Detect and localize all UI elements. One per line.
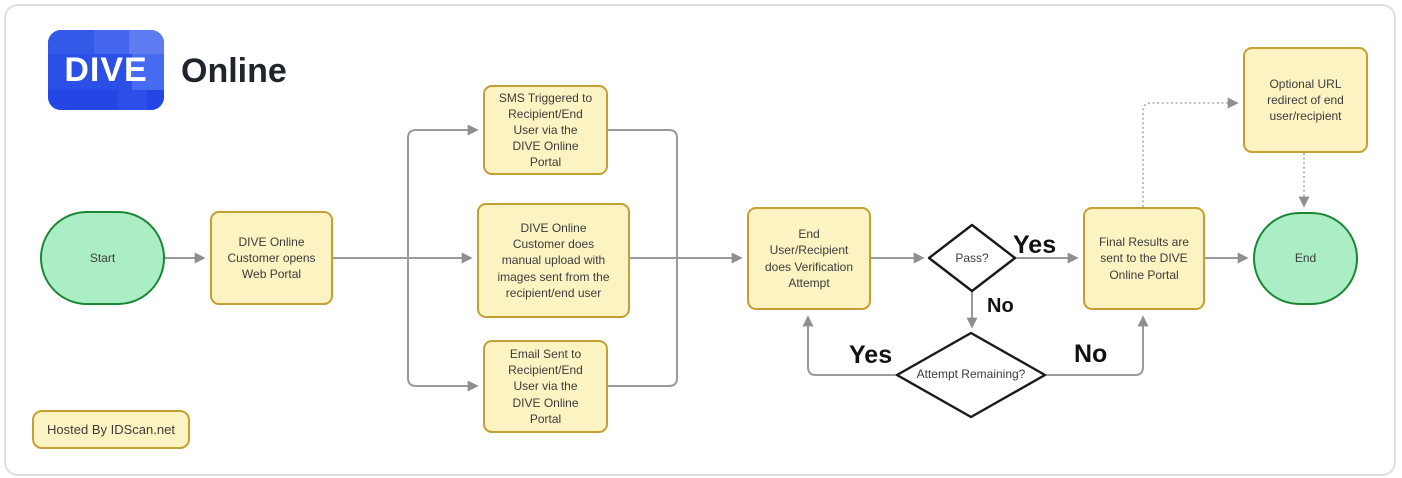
node-optional-redirect-label: Optional URL redirect of end user/recipi… xyxy=(1267,76,1344,124)
node-verification-label: End User/Recipient does Verification Att… xyxy=(764,227,854,290)
decision-pass-text: Pass? xyxy=(955,251,989,266)
node-open-portal: DIVE Online Customer opens Web Portal xyxy=(210,211,333,305)
node-final-results: Final Results are sent to the DIVE Onlin… xyxy=(1083,207,1205,310)
node-manual-upload-label: DIVE Online Customer does manual upload … xyxy=(497,221,610,300)
product-name: Online xyxy=(181,52,287,90)
dive-logo: DIVE xyxy=(48,30,164,110)
edge-attempt-yes-to-verification xyxy=(802,315,897,376)
edge-branch-email xyxy=(407,258,479,392)
edge-branch-sms xyxy=(407,124,479,258)
node-sms: SMS Triggered to Recipient/End User via … xyxy=(483,85,608,175)
edge-final-to-optional-redirect xyxy=(1142,97,1239,207)
node-final-results-label: Final Results are sent to the DIVE Onlin… xyxy=(1098,235,1190,282)
node-optional-redirect: Optional URL redirect of end user/recipi… xyxy=(1243,47,1368,153)
logo-text: DIVE xyxy=(64,50,148,89)
edge-label-pass-no: No xyxy=(987,295,1014,317)
node-email-label: Email Sent to Recipient/End User via the… xyxy=(508,347,583,426)
node-verification: End User/Recipient does Verification Att… xyxy=(747,207,871,310)
edge-sms-merge xyxy=(608,129,678,258)
node-open-portal-label: DIVE Online Customer opens Web Portal xyxy=(227,234,316,282)
decision-pass-label: Pass? xyxy=(930,228,1014,290)
edge-label-attempt-yes: Yes xyxy=(849,341,893,369)
hosted-by-label: Hosted By IDScan.net xyxy=(47,421,175,437)
decision-attempt-remaining-shape xyxy=(895,331,1047,419)
node-start-label: Start xyxy=(89,250,116,265)
decision-attempt-remaining-text: Attempt Remaining? xyxy=(916,367,1026,382)
edge-label-attempt-no: No xyxy=(1074,340,1108,368)
edge-email-merge xyxy=(608,258,678,387)
node-email: Email Sent to Recipient/End User via the… xyxy=(483,340,608,433)
edge-attempt-no-to-final xyxy=(1045,315,1149,376)
hosted-by-badge: Hosted By IDScan.net xyxy=(32,410,190,449)
node-end: End xyxy=(1253,212,1358,305)
node-end-label: End xyxy=(1294,251,1317,266)
node-start: Start xyxy=(40,211,165,305)
decision-pass-shape xyxy=(927,223,1017,293)
logo-tile xyxy=(131,54,164,90)
logo-tile xyxy=(94,30,130,54)
logo-tile xyxy=(129,30,164,54)
node-sms-label: SMS Triggered to Recipient/End User via … xyxy=(498,90,593,170)
logo-tile xyxy=(117,90,147,110)
logo-tile xyxy=(48,30,95,54)
node-manual-upload: DIVE Online Customer does manual upload … xyxy=(477,203,630,318)
decision-attempt-remaining-label: Attempt Remaining? xyxy=(899,335,1043,415)
edge-label-pass-yes: Yes xyxy=(1013,231,1057,259)
